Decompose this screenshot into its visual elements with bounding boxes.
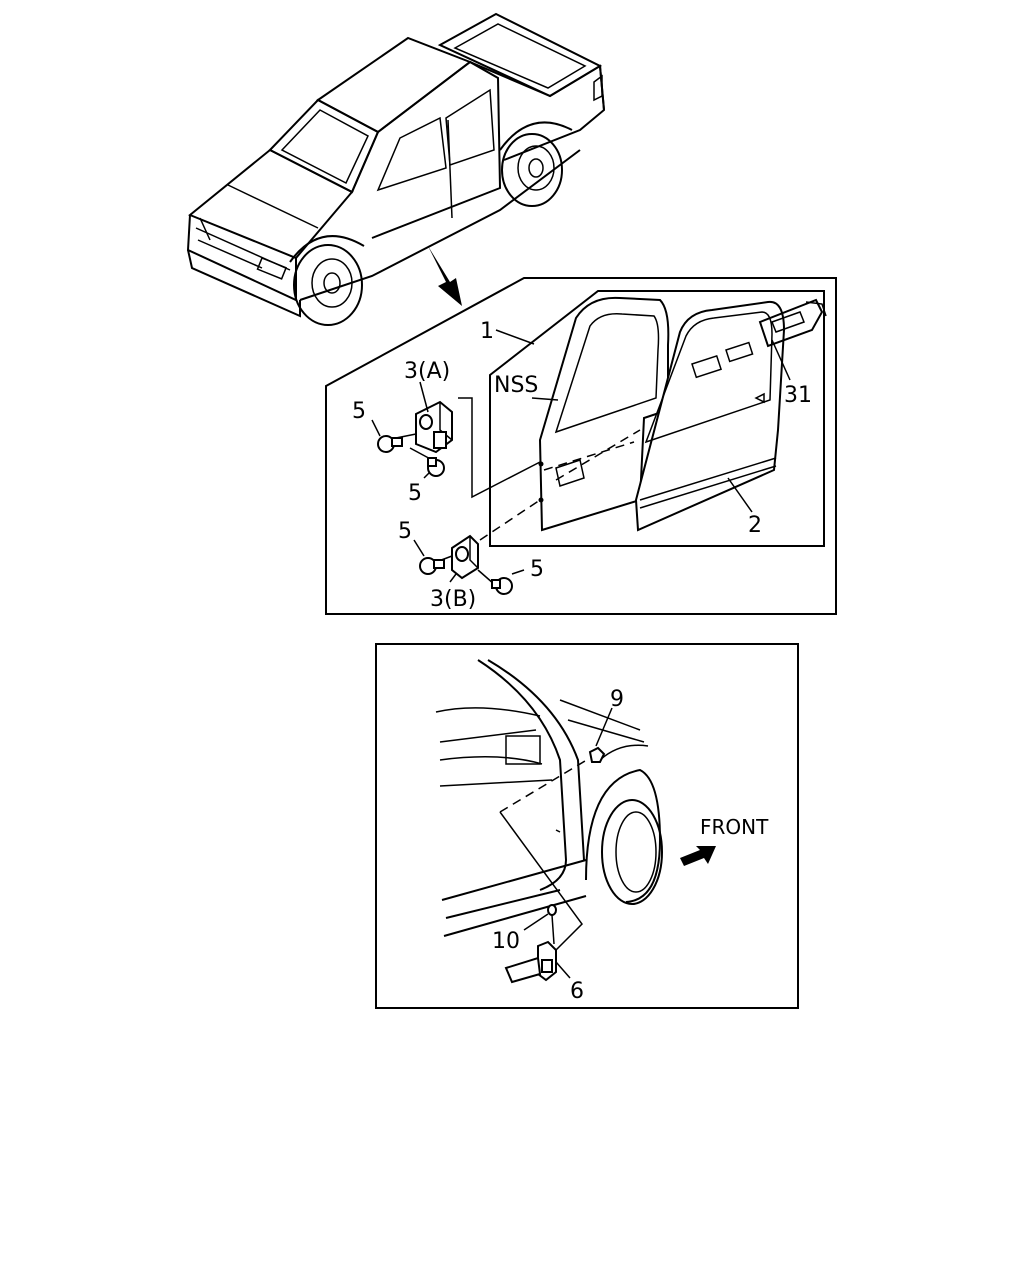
label-bolt-lower-right: 5 <box>530 557 544 582</box>
label-part-6: 6 <box>570 979 584 1004</box>
label-part-9: 9 <box>610 687 624 712</box>
label-hinge-lower: 3(B) <box>430 587 476 612</box>
label-bolt-upper-right: 5 <box>408 481 422 506</box>
label-front: FRONT <box>700 815 769 839</box>
label-bolt-lower-left: 5 <box>398 519 412 544</box>
label-part-31: 31 <box>784 383 812 408</box>
bolt-upper-right <box>427 457 445 477</box>
label-door-panel: 2 <box>748 513 762 538</box>
label-hinge-upper: 3(A) <box>404 359 450 384</box>
bolt-lower-right <box>491 577 513 595</box>
pin-10 <box>547 904 557 945</box>
nut-9 <box>588 746 606 763</box>
pointer-arrow <box>428 246 462 306</box>
label-nss: NSS <box>494 373 538 398</box>
door-strip-31 <box>758 298 827 348</box>
hinge-lower <box>435 534 495 585</box>
door-checker-6 <box>504 940 557 984</box>
hinge-upper <box>395 400 453 463</box>
bolt-upper-left <box>377 435 403 453</box>
front-arrow-icon <box>680 846 716 866</box>
label-part-10: 10 <box>492 929 520 954</box>
bolt-lower-left <box>419 557 445 575</box>
label-door-assembly: 1 <box>480 319 494 344</box>
label-bolt-upper-left: 5 <box>352 399 366 424</box>
door-hinge-panel: 1 NSS 31 2 3(A) 5 5 5 3(B) 5 <box>325 277 837 615</box>
door-panel <box>634 300 786 532</box>
door-checker-panel: 9 FRONT 10 6 <box>375 643 799 1009</box>
pickup-truck-illustration <box>186 12 606 326</box>
